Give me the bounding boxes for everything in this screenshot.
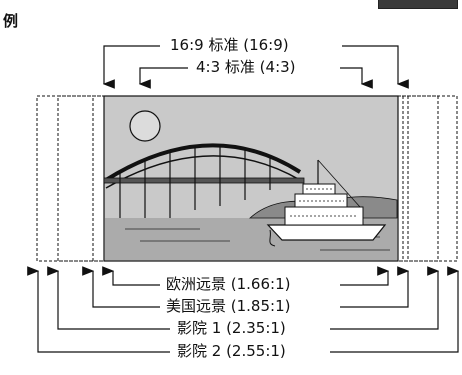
- corner-tab-decoration: [378, 0, 458, 9]
- example-heading: 例: [3, 12, 19, 30]
- picture-scene: [103, 95, 399, 262]
- label-16-9: 16:9 标准 (16:9): [166, 36, 293, 54]
- label-us-vista: 美国远景 (1.85:1): [162, 297, 295, 315]
- label-cinema-2: 影院 2 (2.55:1): [173, 342, 290, 360]
- label-4-3: 4:3 标准 (4:3): [192, 58, 300, 76]
- label-euro-vista: 欧洲远景 (1.66:1): [162, 275, 295, 293]
- bracket-lines: [27, 45, 460, 353]
- label-cinema-1: 影院 1 (2.35:1): [173, 319, 290, 337]
